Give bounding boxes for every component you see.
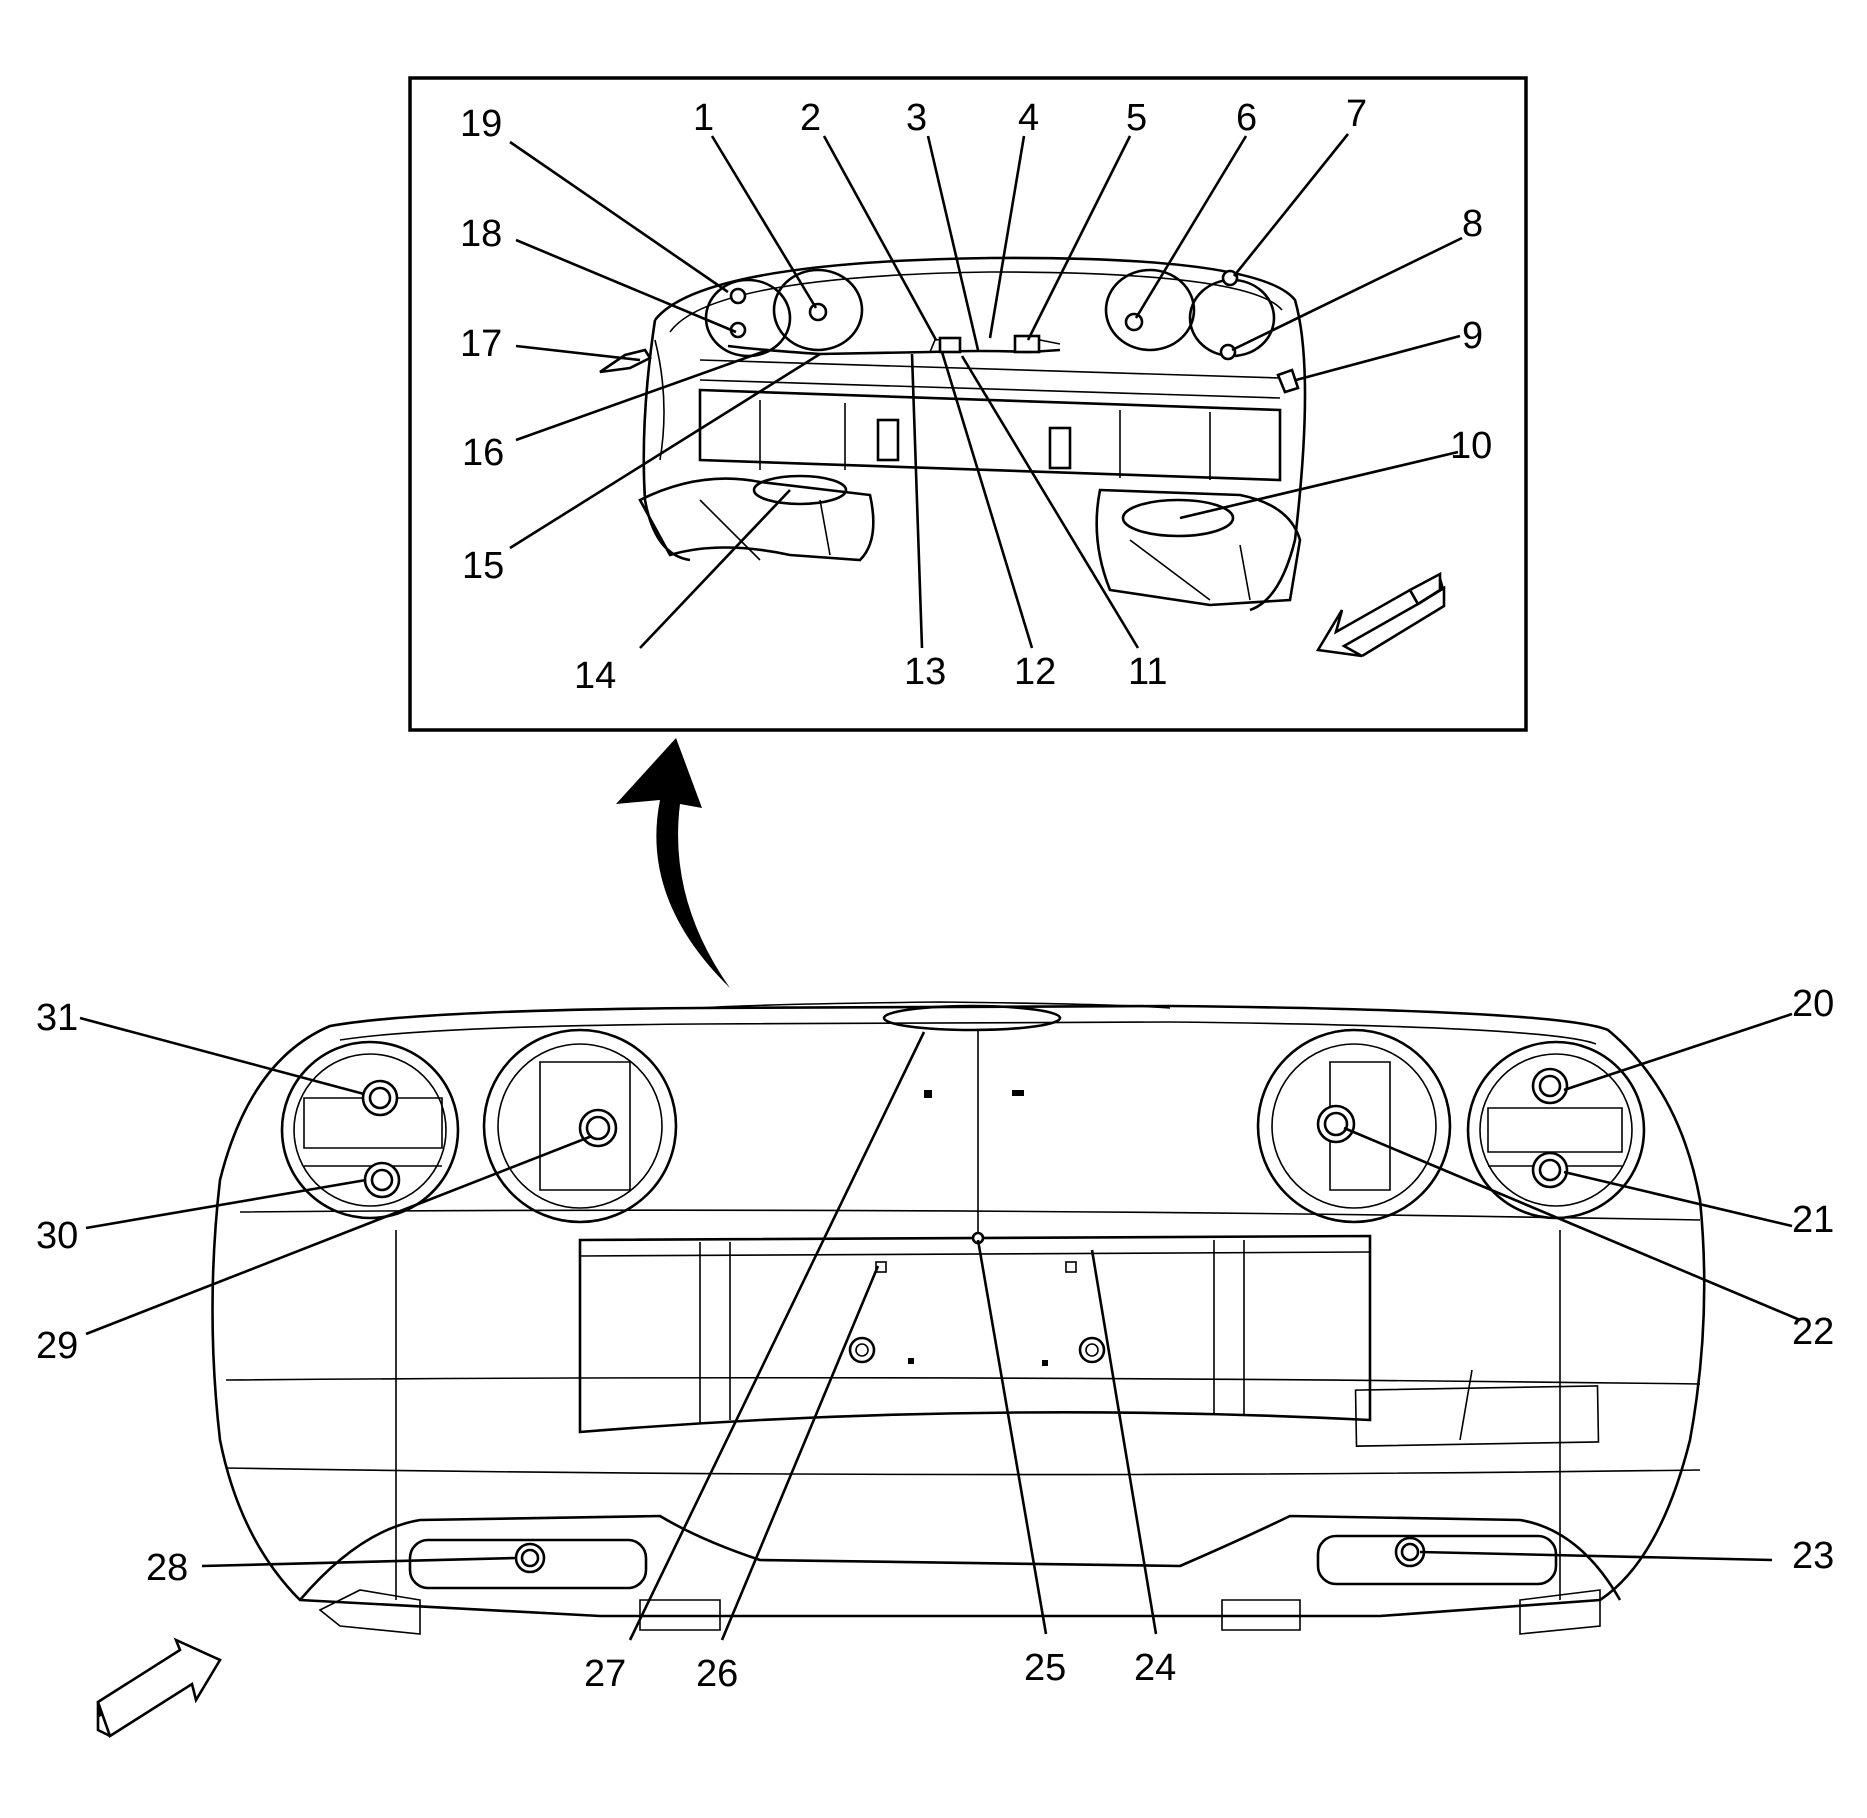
callout-3: 3 [906, 97, 927, 139]
callout-23: 23 [1792, 1535, 1834, 1577]
callout-20: 20 [1792, 983, 1834, 1025]
callout-25: 25 [1024, 1647, 1066, 1689]
callout-15: 15 [462, 545, 504, 587]
callout-26: 26 [696, 1653, 738, 1695]
callout-5: 5 [1126, 97, 1147, 139]
callout-28: 28 [146, 1547, 188, 1589]
callout-18: 18 [460, 213, 502, 255]
callout-27: 27 [584, 1653, 626, 1695]
main-leader-lines [79, 1012, 1801, 1641]
callout-1: 1 [693, 97, 714, 139]
callout-22: 22 [1792, 1311, 1834, 1353]
callout-19: 19 [460, 103, 502, 145]
inset-backup-lamp-right [1121, 498, 1235, 538]
inset-connector-17 [599, 348, 652, 374]
callout-11: 11 [1128, 651, 1167, 693]
curved-pointer-arrow-icon [616, 738, 730, 988]
callout-9: 9 [1462, 315, 1483, 357]
tail-lamp-left-inner [482, 1028, 678, 1224]
license-plate-pocket [578, 1090, 1372, 1434]
center-high-mount-lamp [882, 1004, 1062, 1032]
callout-30: 30 [36, 1215, 78, 1257]
label-plate [1354, 1385, 1600, 1447]
inset-leader-lines [509, 133, 1463, 649]
callout-8: 8 [1462, 203, 1483, 245]
callout-31: 31 [36, 997, 78, 1039]
callout-17: 17 [460, 323, 502, 365]
inset-vehicle-rear [599, 256, 1307, 612]
inset-backup-lamp-left [752, 474, 848, 506]
callout-7: 7 [1346, 93, 1367, 135]
inset-lamp-left-outer [704, 278, 792, 358]
callout-21: 21 [1792, 1199, 1834, 1241]
inset-view-arrow-icon [1315, 571, 1446, 658]
callout-2: 2 [800, 97, 821, 139]
callout-12: 12 [1014, 651, 1056, 693]
callout-6: 6 [1236, 97, 1257, 139]
inset-lamp-right-outer [1188, 278, 1276, 358]
tail-lamp-right-inner [1256, 1028, 1452, 1224]
inset-frame [408, 76, 1528, 732]
callout-24: 24 [1134, 1647, 1176, 1689]
callout-13: 13 [904, 651, 946, 693]
inset-wiring-harness [727, 344, 1061, 356]
inset-callout-labels: 19 1 2 3 4 5 6 7 8 9 10 18 17 16 15 14 1… [460, 93, 1492, 697]
inset-lamp-left-inner [772, 268, 864, 352]
inset-detail-view: 19 1 2 3 4 5 6 7 8 9 10 18 17 16 15 14 1… [408, 76, 1528, 732]
main-rear-view: 31 30 29 28 27 26 25 24 23 22 21 20 [36, 983, 1834, 1695]
callout-10: 10 [1450, 425, 1492, 467]
callout-16: 16 [462, 432, 504, 474]
inset-lamp-right-inner [1104, 268, 1196, 352]
backup-lamp-left [408, 1538, 648, 1590]
backup-lamp-right [1316, 1534, 1558, 1586]
tail-lamp-left-outer [280, 1040, 460, 1220]
callout-29: 29 [36, 1325, 78, 1367]
callout-4: 4 [1018, 97, 1039, 139]
main-callout-labels: 31 30 29 28 27 26 25 24 23 22 21 20 [36, 983, 1834, 1695]
main-view-arrow-icon [96, 1637, 222, 1738]
callout-14: 14 [574, 655, 616, 697]
